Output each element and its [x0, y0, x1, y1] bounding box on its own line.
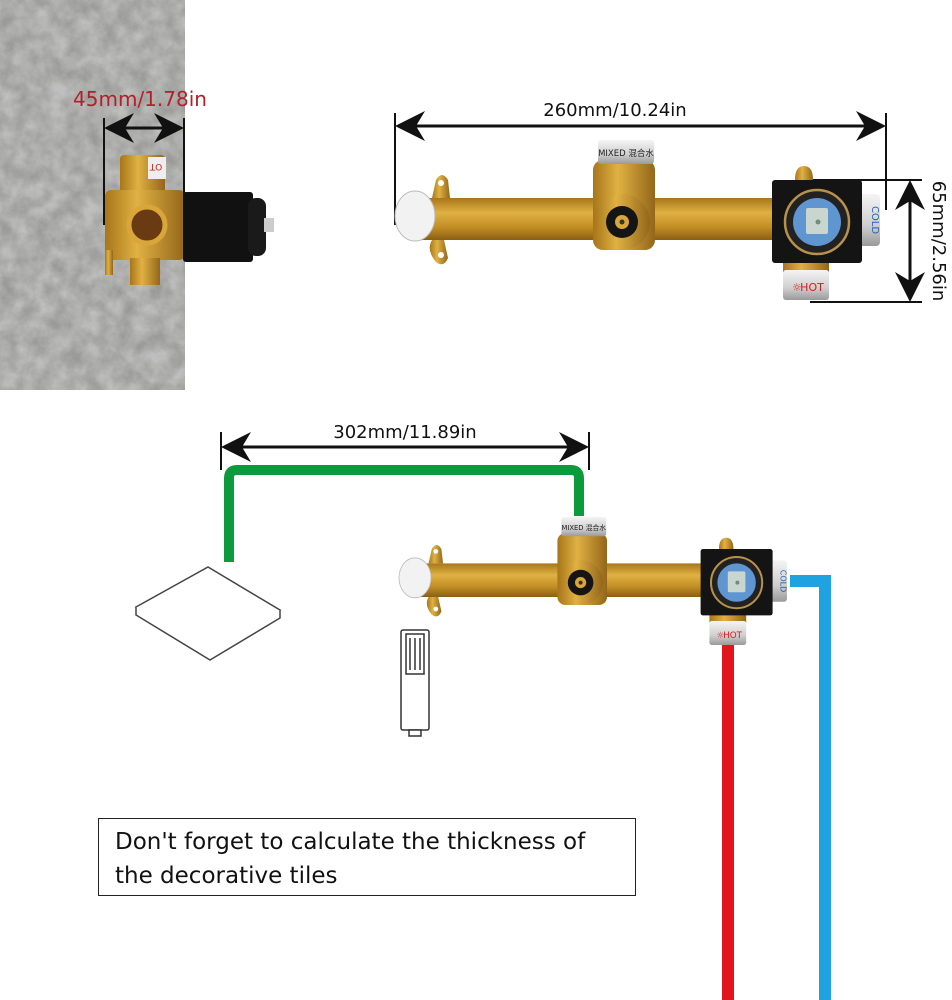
mixed-label: MIXED 混合水	[561, 523, 606, 532]
end-cap	[394, 190, 436, 242]
cold-label: COLD	[779, 570, 788, 593]
mixed-label: MIXED 混合水	[598, 148, 654, 159]
outlet-dimension-label: 302mm/11.89in	[333, 422, 476, 443]
depth-dimension-label: 45mm/1.78in	[73, 87, 207, 111]
cold-inlet-band	[858, 194, 880, 246]
cold-label: COLD	[869, 206, 880, 234]
tile-thickness-note: Don't forget to calculate the thickness …	[98, 818, 636, 896]
waterfall-spout-icon	[134, 566, 282, 661]
side-view-photo: OT 45mm/1.78in	[0, 0, 274, 390]
hot-inlet-band	[709, 621, 747, 645]
mixed-label-band	[561, 517, 607, 537]
mixing-valve-installation: MIXED 混合水 HOT ☼ COLD	[398, 517, 788, 645]
cold-water-pipe	[790, 575, 831, 1000]
mixing-valve-front: MIXED 混合水 HOT ☼ COLD	[394, 140, 880, 300]
hot-label: HOT	[723, 631, 743, 641]
outlet-pipe-green	[224, 465, 584, 562]
length-dimension: 260mm/10.24in	[394, 100, 887, 225]
outlet-dimension: 302mm/11.89in	[220, 422, 590, 470]
sun-icon: ☼	[792, 281, 802, 294]
cold-inlet-band	[769, 560, 787, 602]
hot-inlet-band	[783, 270, 829, 300]
hot-label: HOT	[800, 281, 824, 294]
mixed-label-band	[598, 140, 654, 164]
length-dimension-label: 260mm/10.24in	[543, 100, 686, 121]
sun-icon: ☼	[717, 631, 725, 641]
side-hot-label: OT	[149, 161, 162, 171]
height-dimension-label: 65mm/2.56in	[928, 181, 949, 302]
hand-shower-icon	[400, 629, 430, 737]
side-handle-sleeve	[183, 192, 253, 262]
end-cap	[398, 557, 432, 599]
note-text: Don't forget to calculate the thickness …	[115, 829, 586, 889]
